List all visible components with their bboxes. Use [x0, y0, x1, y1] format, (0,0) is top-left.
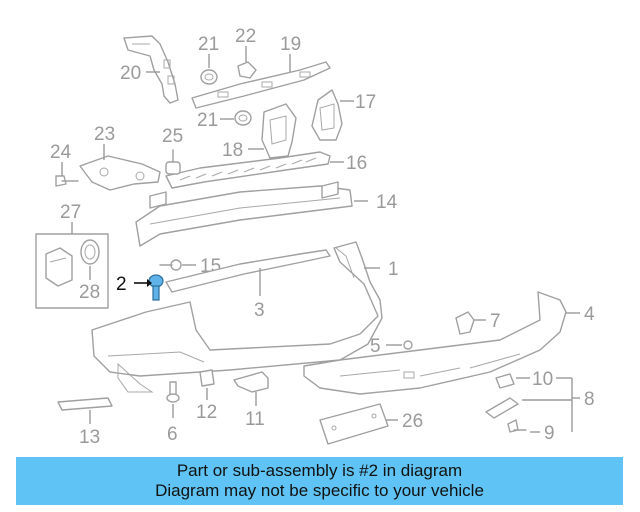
callout-5[interactable]: 5: [370, 336, 381, 357]
part-21-grommet-lower: [234, 110, 252, 126]
callout-6[interactable]: 6: [167, 424, 178, 445]
callout-14[interactable]: 14: [376, 192, 398, 213]
banner-line-part-info: Part or sub-assembly is #2 in diagram: [176, 461, 463, 480]
callout-28[interactable]: 28: [79, 282, 100, 303]
callout-25[interactable]: 25: [162, 126, 183, 147]
callout-1[interactable]: 1: [388, 259, 399, 280]
part-10-clip: [495, 373, 515, 389]
callout-8[interactable]: 8: [584, 389, 595, 410]
callout-27[interactable]: 27: [60, 202, 81, 223]
part-7-bracket: [455, 311, 475, 335]
part-4-valance: [303, 291, 567, 395]
info-banner: Part or sub-assembly is #2 in diagram Di…: [16, 457, 623, 505]
part-26-license-bracket: [319, 403, 389, 445]
callout-11[interactable]: 11: [245, 409, 265, 430]
callout-9[interactable]: 9: [544, 423, 555, 444]
callout-2[interactable]: 2: [116, 274, 127, 295]
callout-10[interactable]: 10: [532, 369, 553, 390]
part-5-screw: [403, 340, 413, 350]
callout-23[interactable]: 23: [94, 124, 115, 145]
callout-12[interactable]: 12: [196, 402, 217, 423]
banner-line-disclaimer: Diagram may not be specific to your vehi…: [155, 481, 484, 500]
part-1-bumper-cover: [91, 241, 383, 393]
part-22-clip: [237, 61, 257, 79]
part-23-bracket: [79, 155, 161, 191]
part-21-grommet: [200, 69, 218, 85]
part-18-bracket: [261, 103, 297, 159]
part-13-reflector: [57, 397, 113, 411]
part-11-bracket: [233, 371, 269, 393]
callout-22[interactable]: 22: [235, 26, 256, 47]
part-20-bracket: [123, 35, 179, 104]
part-25-plug: [165, 149, 181, 175]
callout-4[interactable]: 4: [584, 304, 595, 325]
part-3-trim: [165, 249, 331, 293]
part-8-reflector: [485, 397, 519, 419]
callout-26[interactable]: 26: [402, 411, 423, 432]
info-banner-bg: [16, 457, 623, 505]
part-24-bolt: [55, 175, 79, 187]
callout-20[interactable]: 20: [120, 63, 141, 84]
part-6-bolt: [166, 381, 180, 403]
part-16-absorber: [165, 151, 331, 189]
callout-16[interactable]: 16: [346, 153, 367, 174]
part-27-kit: [35, 233, 109, 309]
callout-21-top[interactable]: 21: [198, 34, 219, 55]
part-14-reinforcement: [135, 181, 353, 247]
callout-21-lower[interactable]: 21: [197, 110, 218, 131]
callout-19[interactable]: 19: [280, 34, 301, 55]
callout-24[interactable]: 24: [50, 142, 72, 163]
callout-17[interactable]: 17: [355, 92, 376, 113]
part-15-bolt: [159, 259, 182, 271]
callout-7[interactable]: 7: [490, 311, 501, 332]
part-17-bracket: [311, 89, 343, 141]
callout-18[interactable]: 18: [222, 140, 243, 161]
callout-3[interactable]: 3: [254, 300, 265, 321]
callout-13[interactable]: 13: [79, 427, 100, 448]
part-9-screw: [507, 419, 527, 433]
part-2-bolt[interactable]: [148, 274, 164, 301]
part-19-bracket: [191, 61, 331, 109]
part-12-clip: [199, 369, 215, 387]
